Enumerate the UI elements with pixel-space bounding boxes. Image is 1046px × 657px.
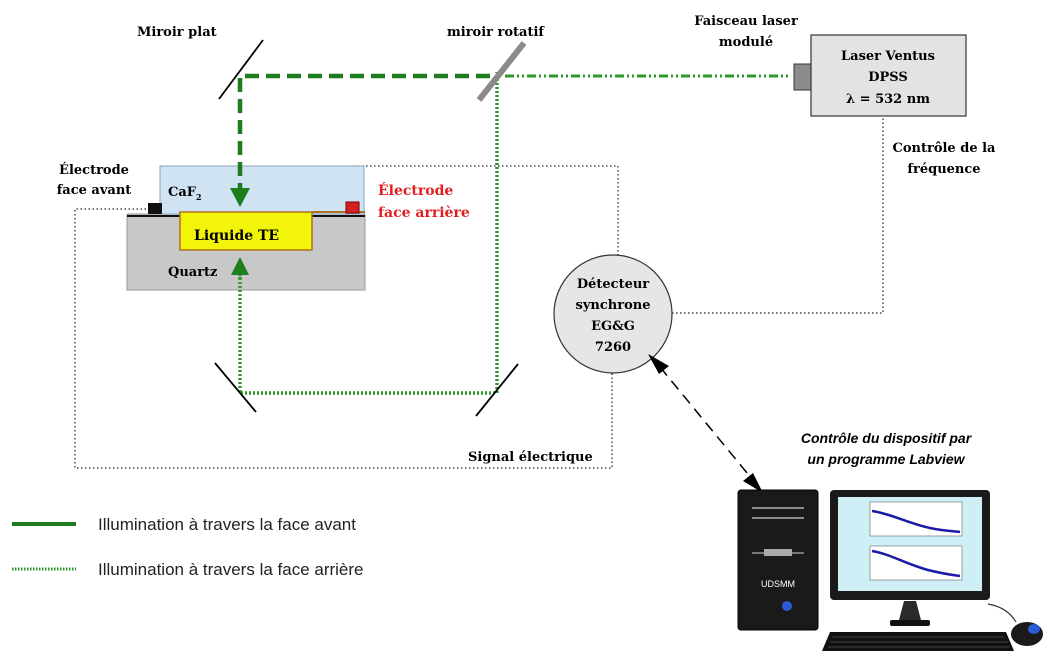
flat-mirror: [218, 39, 264, 100]
laser-box: [810, 34, 967, 117]
labview-label-1: Contrôle du dispositif par: [801, 430, 973, 446]
legend-rear-label: Illumination à travers la face arrière: [98, 560, 364, 579]
modulated-beam-label-2: modulé: [719, 35, 773, 50]
computer-link-line: [659, 366, 753, 480]
arrow-to-computer: [743, 473, 763, 493]
legend: Illumination à travers la face avant Ill…: [12, 515, 364, 579]
detector-line4: 7260: [595, 340, 631, 355]
computer-link: [648, 354, 763, 493]
lockin-detector: Détecteur synchrone EG&G 7260: [553, 254, 673, 374]
rear-beam-arrowhead: [231, 257, 249, 275]
monitor-neck: [899, 601, 921, 620]
laser-unit: Laser Ventus DPSS λ = 532 nm: [793, 34, 967, 117]
caf2-window: [159, 165, 365, 215]
drive-slot: [764, 549, 792, 556]
front-electrode-label-1: Électrode: [59, 162, 129, 178]
flat-mirror-label: Miroir plat: [137, 25, 217, 40]
front-electrode-label-2: face avant: [57, 183, 132, 198]
modulated-beam-label-1: Faisceau laser: [694, 14, 798, 29]
electrical-wiring: [74, 112, 884, 469]
front-illumination-beam: [237, 73, 490, 188]
freq-control-label-1: Contrôle de la: [893, 141, 997, 156]
computer: UDSMM: [737, 489, 1043, 651]
liquid-te-well: [179, 211, 313, 251]
detector-line3: EG&G: [591, 319, 635, 334]
quartz-label: Quartz: [168, 265, 217, 280]
front-electrode-contact: [148, 203, 162, 214]
laser-wavelength: λ = 532 nm: [846, 92, 930, 107]
laser-name: Laser Ventus: [841, 49, 935, 64]
front-beam-arrowhead: [230, 188, 250, 207]
caf2-label: CaF2: [168, 185, 202, 202]
computer-tower: [737, 489, 819, 631]
detector-circle: [553, 254, 673, 374]
monitor-base: [890, 620, 930, 626]
liquid-label: Liquide TE: [194, 228, 279, 244]
keyboard: [822, 632, 1014, 651]
laser-type: DPSS: [868, 70, 908, 85]
rear-electrode-label-2: face arrière: [378, 205, 470, 221]
bottom-left-mirror: [214, 362, 257, 413]
front-electrode-wire: [74, 208, 613, 469]
sample-cell: CaF2 Liquide TE Quartz: [126, 165, 366, 291]
freq-control-label-2: fréquence: [907, 162, 980, 177]
detector-line2: synchrone: [576, 298, 651, 313]
rear-illumination-beam: [238, 72, 499, 395]
computer-brand: UDSMM: [761, 579, 795, 589]
detector-line1: Détecteur: [577, 277, 649, 292]
bottom-right-mirror: [475, 363, 519, 417]
labview-label-2: un programme Labview: [807, 451, 965, 467]
rear-electrode-contact: [345, 201, 360, 214]
rotating-mirror: [476, 41, 527, 102]
plot-top-curve: [871, 509, 961, 534]
laser-aperture: [793, 63, 813, 91]
plot-bottom-curve: [871, 549, 961, 578]
rotating-mirror-label: miroir rotatif: [447, 25, 545, 40]
mouse-cable: [987, 603, 1017, 623]
arrow-to-detector: [648, 354, 669, 374]
power-button-icon: [782, 601, 792, 611]
legend-front-label: Illumination à travers la face avant: [98, 515, 356, 534]
frequency-control-wire: [672, 112, 884, 314]
electric-signal-label: Signal électrique: [468, 450, 593, 465]
rear-electrode-label-1: Électrode: [378, 181, 453, 199]
